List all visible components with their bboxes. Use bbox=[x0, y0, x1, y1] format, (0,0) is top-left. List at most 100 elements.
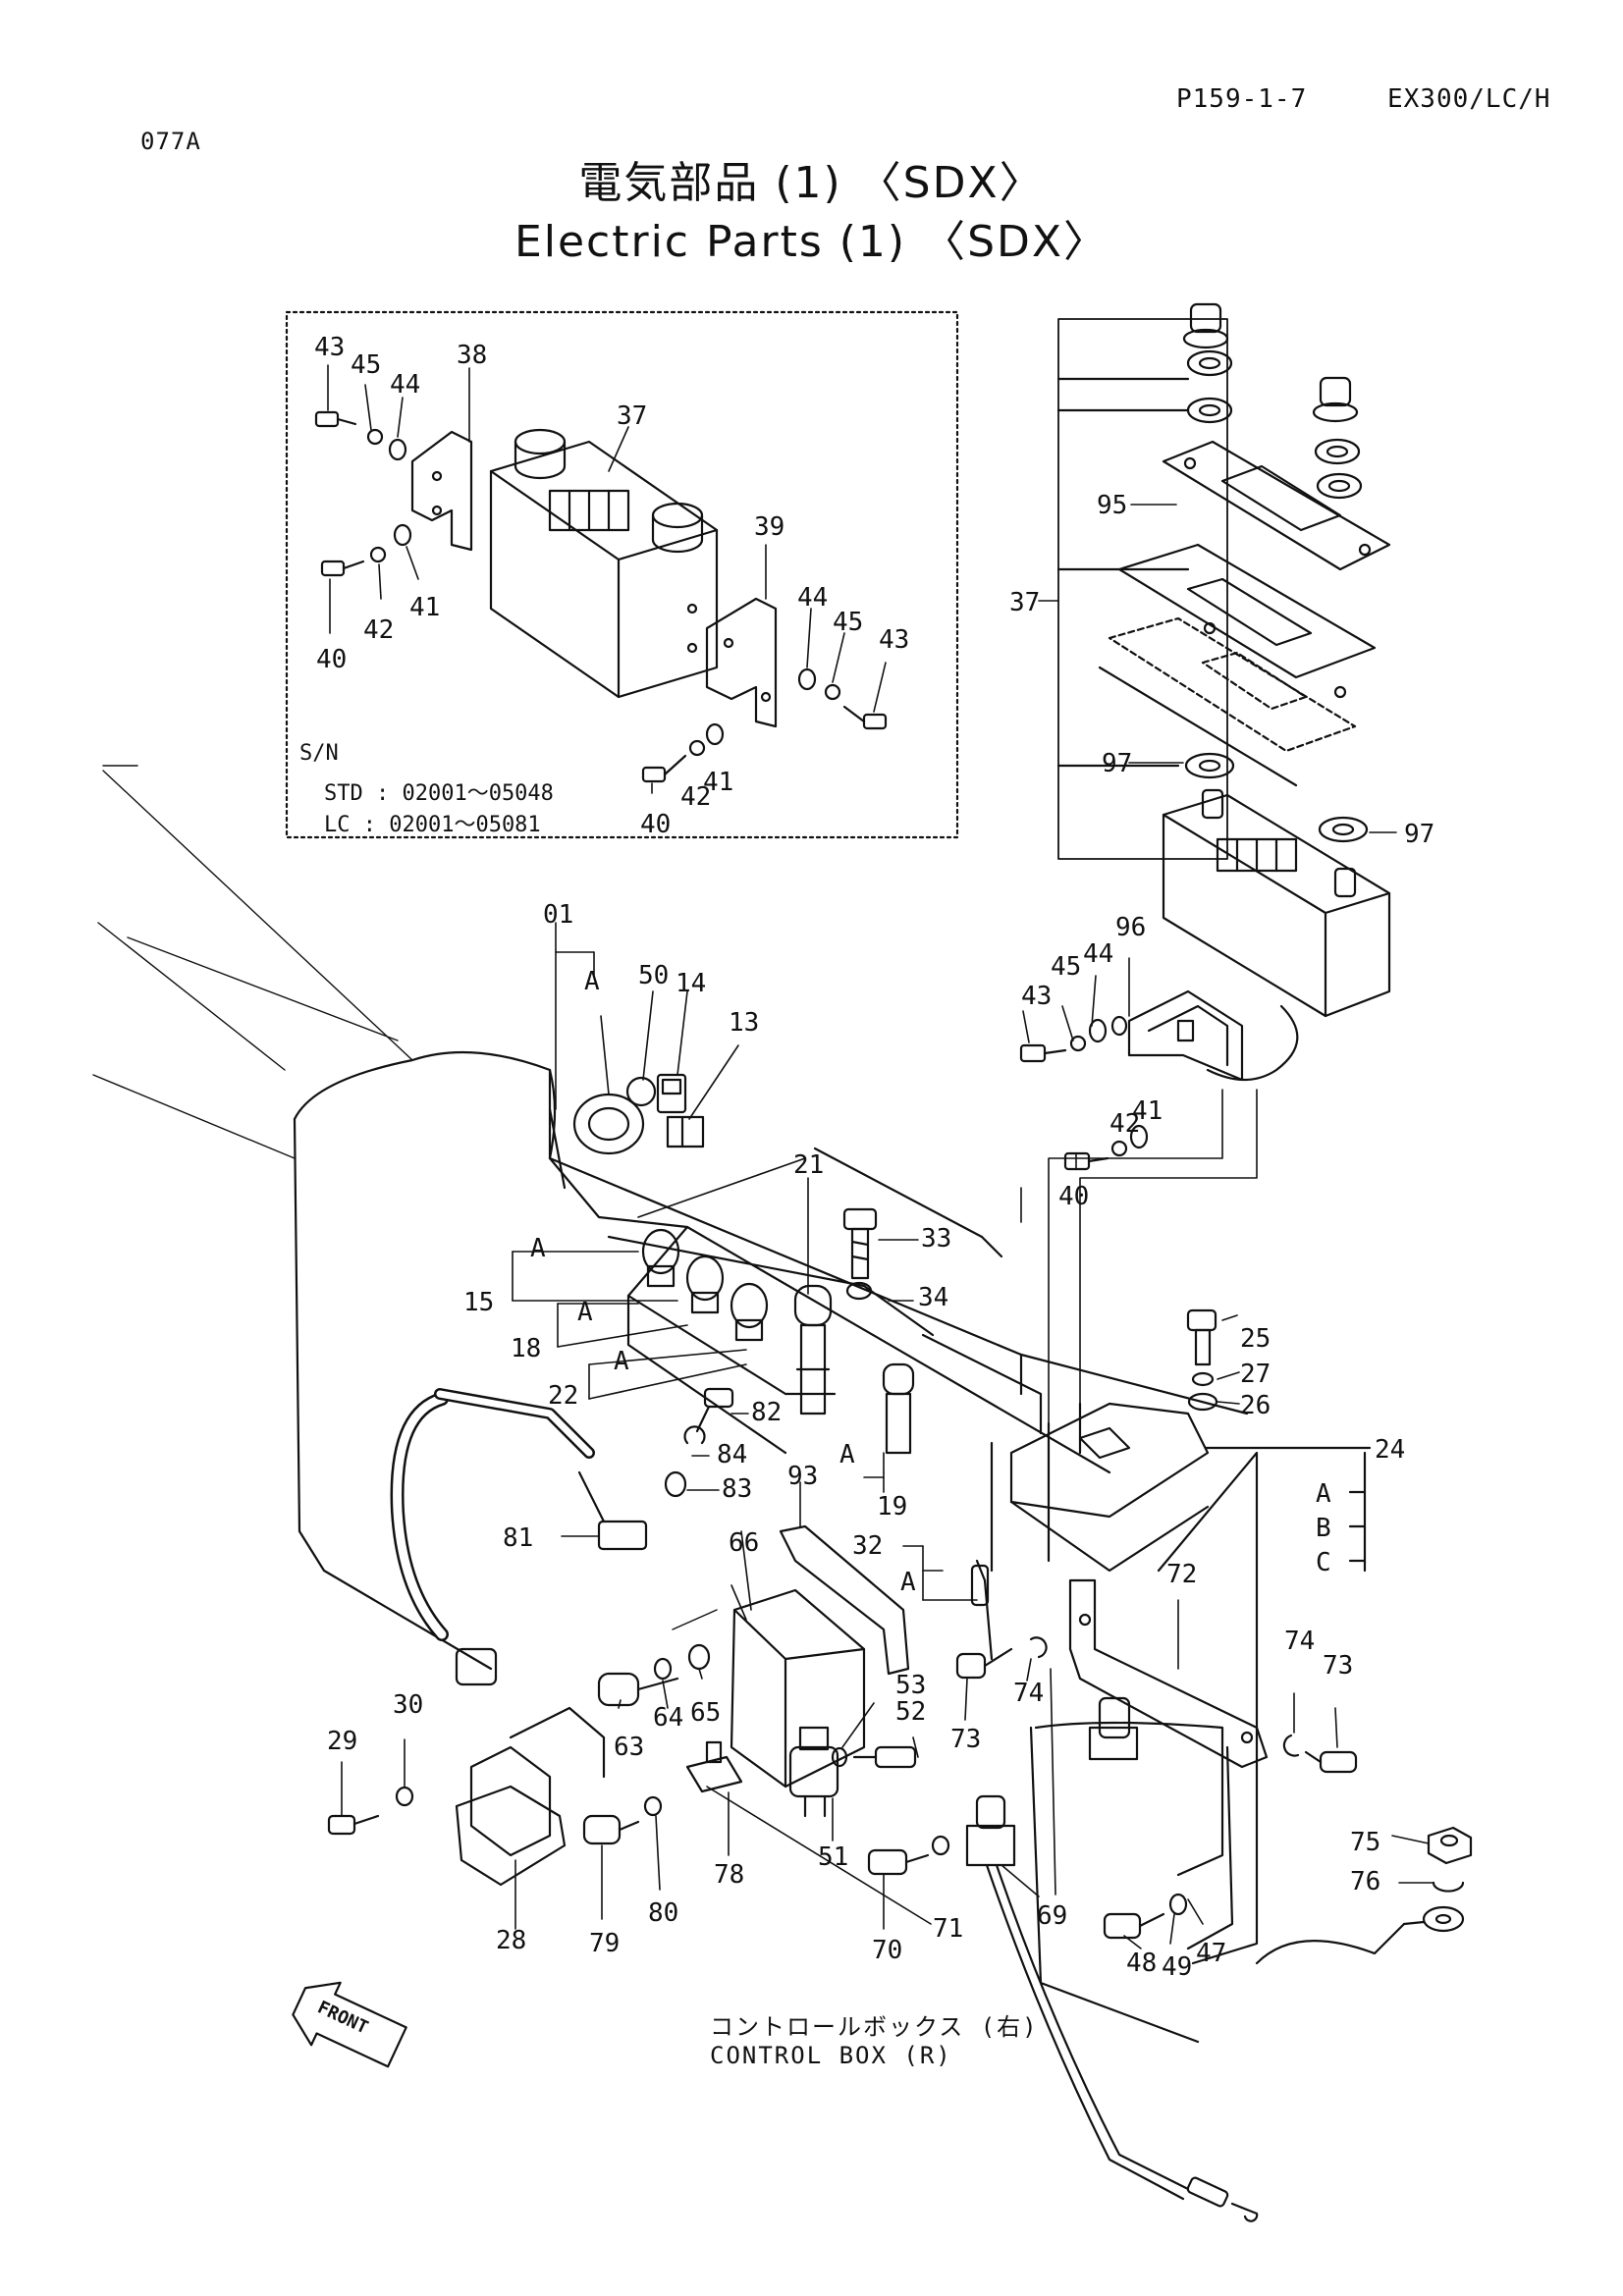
part-number-37: 37 bbox=[617, 401, 647, 431]
part-number-44: 44 bbox=[1083, 939, 1113, 969]
serial-lc: LC : 02001～05081 bbox=[324, 813, 541, 837]
part-number-40: 40 bbox=[1058, 1182, 1089, 1211]
part-number-97: 97 bbox=[1404, 820, 1434, 849]
part-number-45: 45 bbox=[833, 608, 863, 637]
part-number-14: 14 bbox=[676, 969, 706, 998]
part-number-45: 45 bbox=[351, 350, 381, 380]
part-number-78: 78 bbox=[714, 1860, 744, 1890]
part-number-76: 76 bbox=[1350, 1867, 1380, 1896]
part-number-48: 48 bbox=[1126, 1949, 1157, 1978]
switch-panel-exploded bbox=[1019, 302, 1391, 1171]
ref-letter-a: A bbox=[584, 967, 600, 996]
part-number-38: 38 bbox=[457, 341, 487, 370]
inset-leaders bbox=[327, 364, 887, 794]
part-number-95: 95 bbox=[1097, 491, 1127, 520]
doc-code: 077A bbox=[140, 128, 201, 155]
front-arrow-icon bbox=[292, 1981, 407, 2068]
part-number-66: 66 bbox=[729, 1528, 759, 1558]
ref-letter-c: C bbox=[1316, 1548, 1331, 1577]
part-number-41: 41 bbox=[703, 768, 733, 797]
part-number-75: 75 bbox=[1350, 1828, 1380, 1857]
part-number-81: 81 bbox=[503, 1523, 533, 1553]
part-number-70: 70 bbox=[872, 1936, 902, 1965]
part-number-44: 44 bbox=[797, 583, 828, 613]
part-number-71: 71 bbox=[933, 1914, 963, 1944]
page-ref: P159-1-7 bbox=[1176, 84, 1308, 114]
part-number-24: 24 bbox=[1375, 1435, 1405, 1465]
part-number-74: 74 bbox=[1013, 1679, 1044, 1708]
part-number-18: 18 bbox=[511, 1334, 541, 1363]
part-number-83: 83 bbox=[722, 1474, 752, 1504]
caption-english: CONTROL BOX (R) bbox=[710, 2042, 952, 2069]
serial-std: STD : 02001～05048 bbox=[324, 781, 554, 806]
part-number-74: 74 bbox=[1284, 1627, 1315, 1656]
serial-label: S/N bbox=[299, 741, 339, 766]
part-number-26: 26 bbox=[1240, 1391, 1271, 1420]
part-number-37: 37 bbox=[1009, 588, 1040, 617]
part-number-40: 40 bbox=[316, 645, 347, 674]
part-number-42: 42 bbox=[1109, 1109, 1140, 1139]
main-leaders bbox=[341, 922, 1434, 1949]
part-number-64: 64 bbox=[653, 1703, 683, 1733]
part-number-96: 96 bbox=[1115, 913, 1146, 942]
caption-japanese: コントロールボックス (右) bbox=[710, 2013, 1039, 2041]
part-number-80: 80 bbox=[648, 1898, 678, 1928]
inset-fasteners bbox=[314, 410, 888, 783]
part-number-84: 84 bbox=[717, 1440, 747, 1469]
part-number-01: 01 bbox=[543, 900, 573, 930]
part-number-79: 79 bbox=[589, 1929, 620, 1958]
part-number-39: 39 bbox=[754, 512, 784, 542]
part-number-13: 13 bbox=[729, 1008, 759, 1038]
part-number-93: 93 bbox=[787, 1462, 818, 1491]
part-number-97: 97 bbox=[1102, 749, 1132, 778]
part-number-73: 73 bbox=[950, 1725, 981, 1754]
ref-letter-a: A bbox=[530, 1234, 546, 1263]
part-number-25: 25 bbox=[1240, 1324, 1271, 1354]
part-number-33: 33 bbox=[921, 1224, 951, 1254]
part-number-28: 28 bbox=[496, 1926, 526, 1955]
part-number-43: 43 bbox=[879, 625, 909, 655]
part-number-63: 63 bbox=[614, 1733, 644, 1762]
ref-letter-a: A bbox=[900, 1568, 916, 1597]
part-number-43: 43 bbox=[314, 333, 345, 362]
part-number-53: 53 bbox=[895, 1671, 926, 1700]
part-number-27: 27 bbox=[1240, 1360, 1271, 1389]
part-number-49: 49 bbox=[1162, 1952, 1192, 1982]
ref-letter-a: A bbox=[614, 1347, 629, 1376]
part-number-73: 73 bbox=[1323, 1651, 1353, 1681]
part-number-30: 30 bbox=[393, 1690, 423, 1720]
ref-letter-a: A bbox=[839, 1440, 855, 1469]
part-number-41: 41 bbox=[1132, 1096, 1163, 1126]
title-japanese: 電気部品 (1) 〈SDX〉 bbox=[578, 158, 1045, 208]
part-number-82: 82 bbox=[751, 1398, 782, 1427]
part-number-42: 42 bbox=[363, 615, 394, 645]
part-number-45: 45 bbox=[1051, 952, 1081, 982]
part-number-22: 22 bbox=[548, 1381, 578, 1411]
ref-letter-a: A bbox=[1316, 1479, 1331, 1509]
part-number-29: 29 bbox=[327, 1727, 357, 1756]
part-number-52: 52 bbox=[895, 1697, 926, 1727]
part-number-69: 69 bbox=[1037, 1901, 1067, 1931]
switch-panel-box-inset bbox=[489, 428, 719, 699]
part-number-72: 72 bbox=[1166, 1560, 1197, 1589]
part-number-15: 15 bbox=[463, 1288, 494, 1317]
model-number: EX300/LC/H bbox=[1387, 84, 1551, 114]
part-number-51: 51 bbox=[818, 1842, 848, 1872]
cab-outline bbox=[92, 765, 1473, 2222]
part-number-43: 43 bbox=[1021, 982, 1052, 1011]
part-number-41: 41 bbox=[409, 593, 440, 622]
part-number-19: 19 bbox=[877, 1492, 907, 1522]
ref-letter-a: A bbox=[577, 1298, 593, 1327]
part-number-65: 65 bbox=[690, 1698, 721, 1728]
part-number-50: 50 bbox=[638, 961, 669, 990]
part-number-32: 32 bbox=[852, 1531, 883, 1561]
part-number-21: 21 bbox=[793, 1150, 824, 1180]
part-number-44: 44 bbox=[390, 370, 420, 400]
part-number-47: 47 bbox=[1196, 1939, 1226, 1968]
part-number-40: 40 bbox=[640, 810, 671, 839]
part-number-34: 34 bbox=[918, 1283, 948, 1312]
part-number-42: 42 bbox=[680, 782, 711, 812]
inset-frame bbox=[285, 310, 959, 839]
